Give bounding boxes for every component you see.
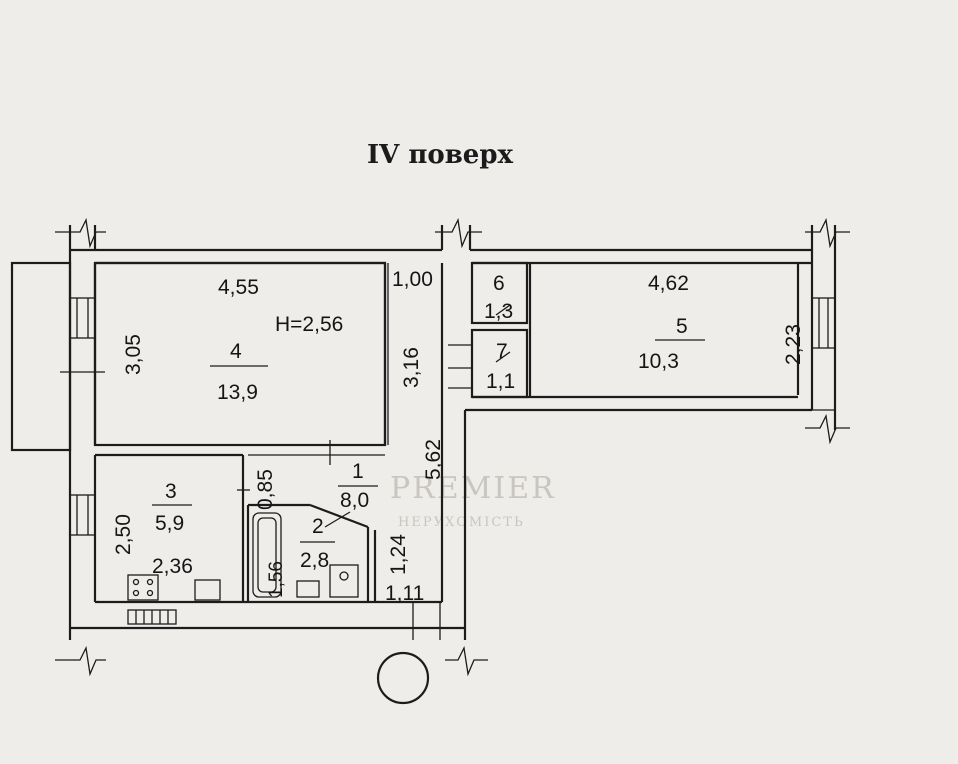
bathtub-icon [252, 512, 282, 598]
dim-room5-height: 2,23 [782, 324, 805, 365]
room3-area: 5,9 [155, 512, 184, 535]
shaft-icon [376, 651, 430, 705]
room2-area: 2,8 [300, 549, 329, 572]
dim-124: 1,24 [387, 534, 410, 575]
dim-room4-width: 4,55 [218, 276, 259, 299]
ceiling-height: H=2,56 [275, 313, 343, 336]
windows [69, 297, 836, 536]
dim-085: 0,85 [254, 469, 277, 510]
room5-number: 5 [676, 315, 688, 338]
fixtures [127, 512, 430, 705]
watermark-brand: PREMIER [390, 471, 556, 506]
dim-bath-length: 1,56 [266, 561, 287, 598]
room7-number: 7 [496, 340, 508, 363]
room6-number: 6 [493, 272, 505, 295]
stove-icon [127, 574, 159, 601]
room5-area: 10,3 [638, 350, 679, 373]
room1-number: 1 [352, 460, 364, 483]
room4-area: 13,9 [217, 381, 258, 404]
toilet-icon [296, 580, 320, 598]
room4-number: 4 [230, 340, 242, 363]
dim-room3-height: 2,50 [112, 514, 135, 555]
dim-corridor-width: 1,00 [392, 268, 433, 291]
balcony [10, 261, 72, 452]
room1-area: 8,0 [340, 489, 369, 512]
room6-area: 1,3 [484, 300, 513, 323]
break-marks [55, 217, 850, 677]
dim-room3-width: 2,36 [152, 555, 193, 578]
interior-walls [60, 261, 532, 640]
dim-111: 1,11 [385, 582, 424, 605]
outer-walls [68, 225, 837, 640]
room7-area: 1,1 [486, 370, 515, 393]
dim-room4-height: 3,05 [122, 334, 145, 375]
dim-corridor-length: 5,62 [422, 439, 445, 480]
watermark-subtitle: НЕРУХОМІСТЬ [398, 515, 525, 530]
dim-316: 3,16 [400, 347, 423, 388]
floor-title: IV поверх [366, 140, 514, 170]
room2-number: 2 [312, 515, 324, 538]
room3-number: 3 [165, 480, 177, 503]
kitchen-sink-icon [194, 579, 221, 601]
sink-icon [329, 564, 359, 598]
dim-room5-width: 4,62 [648, 272, 689, 295]
